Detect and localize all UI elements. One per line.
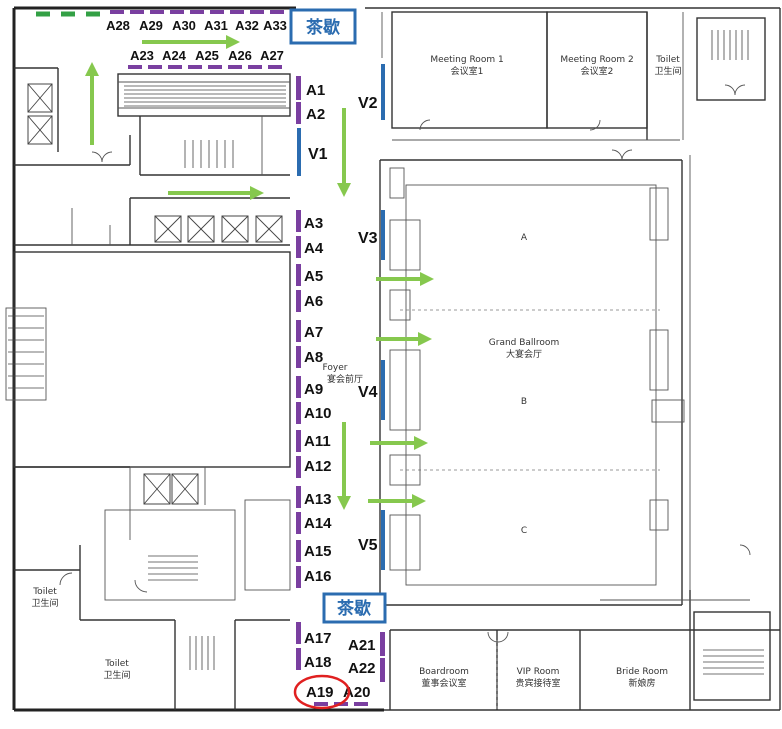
room-label: Toilet bbox=[32, 587, 57, 597]
room-label: 新娘房 bbox=[628, 677, 655, 689]
ballroom-section-label: B bbox=[521, 397, 527, 407]
v-zone-label: V5 bbox=[358, 537, 378, 554]
room-label: 董事会议室 bbox=[421, 677, 466, 689]
booth-label: A30 bbox=[172, 18, 196, 33]
stairs-icon bbox=[8, 30, 764, 675]
v-zone-lines bbox=[297, 64, 385, 570]
booth-label: A13 bbox=[304, 491, 332, 508]
room-label: 会议室2 bbox=[581, 65, 614, 77]
v-zone-labels: V1 V2 V3 V4 V5 bbox=[308, 95, 378, 554]
flow-arrows bbox=[85, 35, 434, 510]
room-label: Bride Room bbox=[616, 667, 668, 677]
booth-label: A6 bbox=[304, 293, 323, 310]
room-label: Boardroom bbox=[419, 667, 469, 677]
booth-label: A22 bbox=[348, 660, 376, 677]
booth-labels: A28 A29 A30 A31 A32 A33 A23 A24 A25 A26 … bbox=[106, 18, 375, 701]
booth-label: A26 bbox=[228, 48, 252, 63]
booth-bars bbox=[110, 10, 385, 706]
room-label: 卫生间 bbox=[103, 669, 130, 681]
room-label: 宴会前厅 bbox=[327, 373, 363, 385]
booth-label: A9 bbox=[304, 381, 323, 398]
booth-label: A2 bbox=[306, 106, 325, 123]
booth-label: A25 bbox=[195, 48, 219, 63]
room-label: Meeting Room 1 bbox=[430, 55, 503, 65]
room-label: 大宴会厅 bbox=[506, 348, 542, 360]
booth-label-highlighted: A19 bbox=[306, 684, 334, 701]
booth-label: A18 bbox=[304, 654, 332, 671]
room-label: VIP Room bbox=[517, 667, 560, 677]
booth-label: A23 bbox=[130, 48, 154, 63]
tea-break-label: 茶歇 bbox=[306, 17, 340, 38]
room-labels: Meeting Room 1 会议室1 Meeting Room 2 会议室2 … bbox=[31, 55, 681, 689]
booth-label: A15 bbox=[304, 543, 332, 560]
booth-label: A33 bbox=[263, 18, 287, 33]
v-zone-label: V4 bbox=[358, 384, 378, 401]
booth-label: A3 bbox=[304, 215, 323, 232]
booth-label: A1 bbox=[306, 82, 325, 99]
booth-label: A8 bbox=[304, 349, 323, 366]
room-label: Grand Ballroom bbox=[489, 338, 559, 348]
tea-break-label: 茶歇 bbox=[337, 598, 371, 619]
v-zone-label: V3 bbox=[358, 230, 378, 247]
booth-label: A27 bbox=[260, 48, 284, 63]
v-zone-label: V1 bbox=[308, 146, 328, 163]
booth-label: A17 bbox=[304, 630, 332, 647]
room-label: 卫生间 bbox=[31, 597, 58, 609]
ballroom-section-label: A bbox=[521, 233, 528, 243]
booth-label: A14 bbox=[304, 515, 332, 532]
v-zone-label: V2 bbox=[358, 95, 378, 112]
room-label: 贵宾接待室 bbox=[515, 677, 560, 689]
tea-break-marker-top: 茶歇 bbox=[289, 8, 357, 45]
booth-label: A21 bbox=[348, 637, 376, 654]
booth-label: A11 bbox=[304, 433, 331, 450]
booth-label: A31 bbox=[204, 18, 228, 33]
room-label: 卫生间 bbox=[654, 65, 681, 77]
booth-label: A24 bbox=[162, 48, 187, 63]
tea-break-marker-bottom: 茶歇 bbox=[322, 592, 387, 624]
room-label: 会议室1 bbox=[451, 65, 484, 77]
booth-label: A7 bbox=[304, 324, 323, 341]
room-label: Toilet bbox=[655, 55, 680, 65]
highlight-ring bbox=[293, 674, 351, 710]
room-label: Foyer bbox=[323, 363, 348, 373]
booth-label: A16 bbox=[304, 568, 332, 585]
booth-label: A10 bbox=[304, 405, 332, 422]
building-walls bbox=[5, 6, 781, 712]
booth-label: A32 bbox=[235, 18, 259, 33]
booth-label: A12 bbox=[304, 458, 332, 475]
room-label: Toilet bbox=[104, 659, 129, 669]
booth-label: A28 bbox=[106, 18, 130, 33]
booth-label: A4 bbox=[304, 240, 324, 257]
booth-label: A29 bbox=[139, 18, 163, 33]
ballroom-section-label: C bbox=[521, 526, 527, 536]
room-label: Meeting Room 2 bbox=[560, 55, 633, 65]
booth-label: A20 bbox=[343, 684, 371, 701]
booth-label: A5 bbox=[304, 268, 323, 285]
elevator-icon bbox=[27, 83, 283, 505]
